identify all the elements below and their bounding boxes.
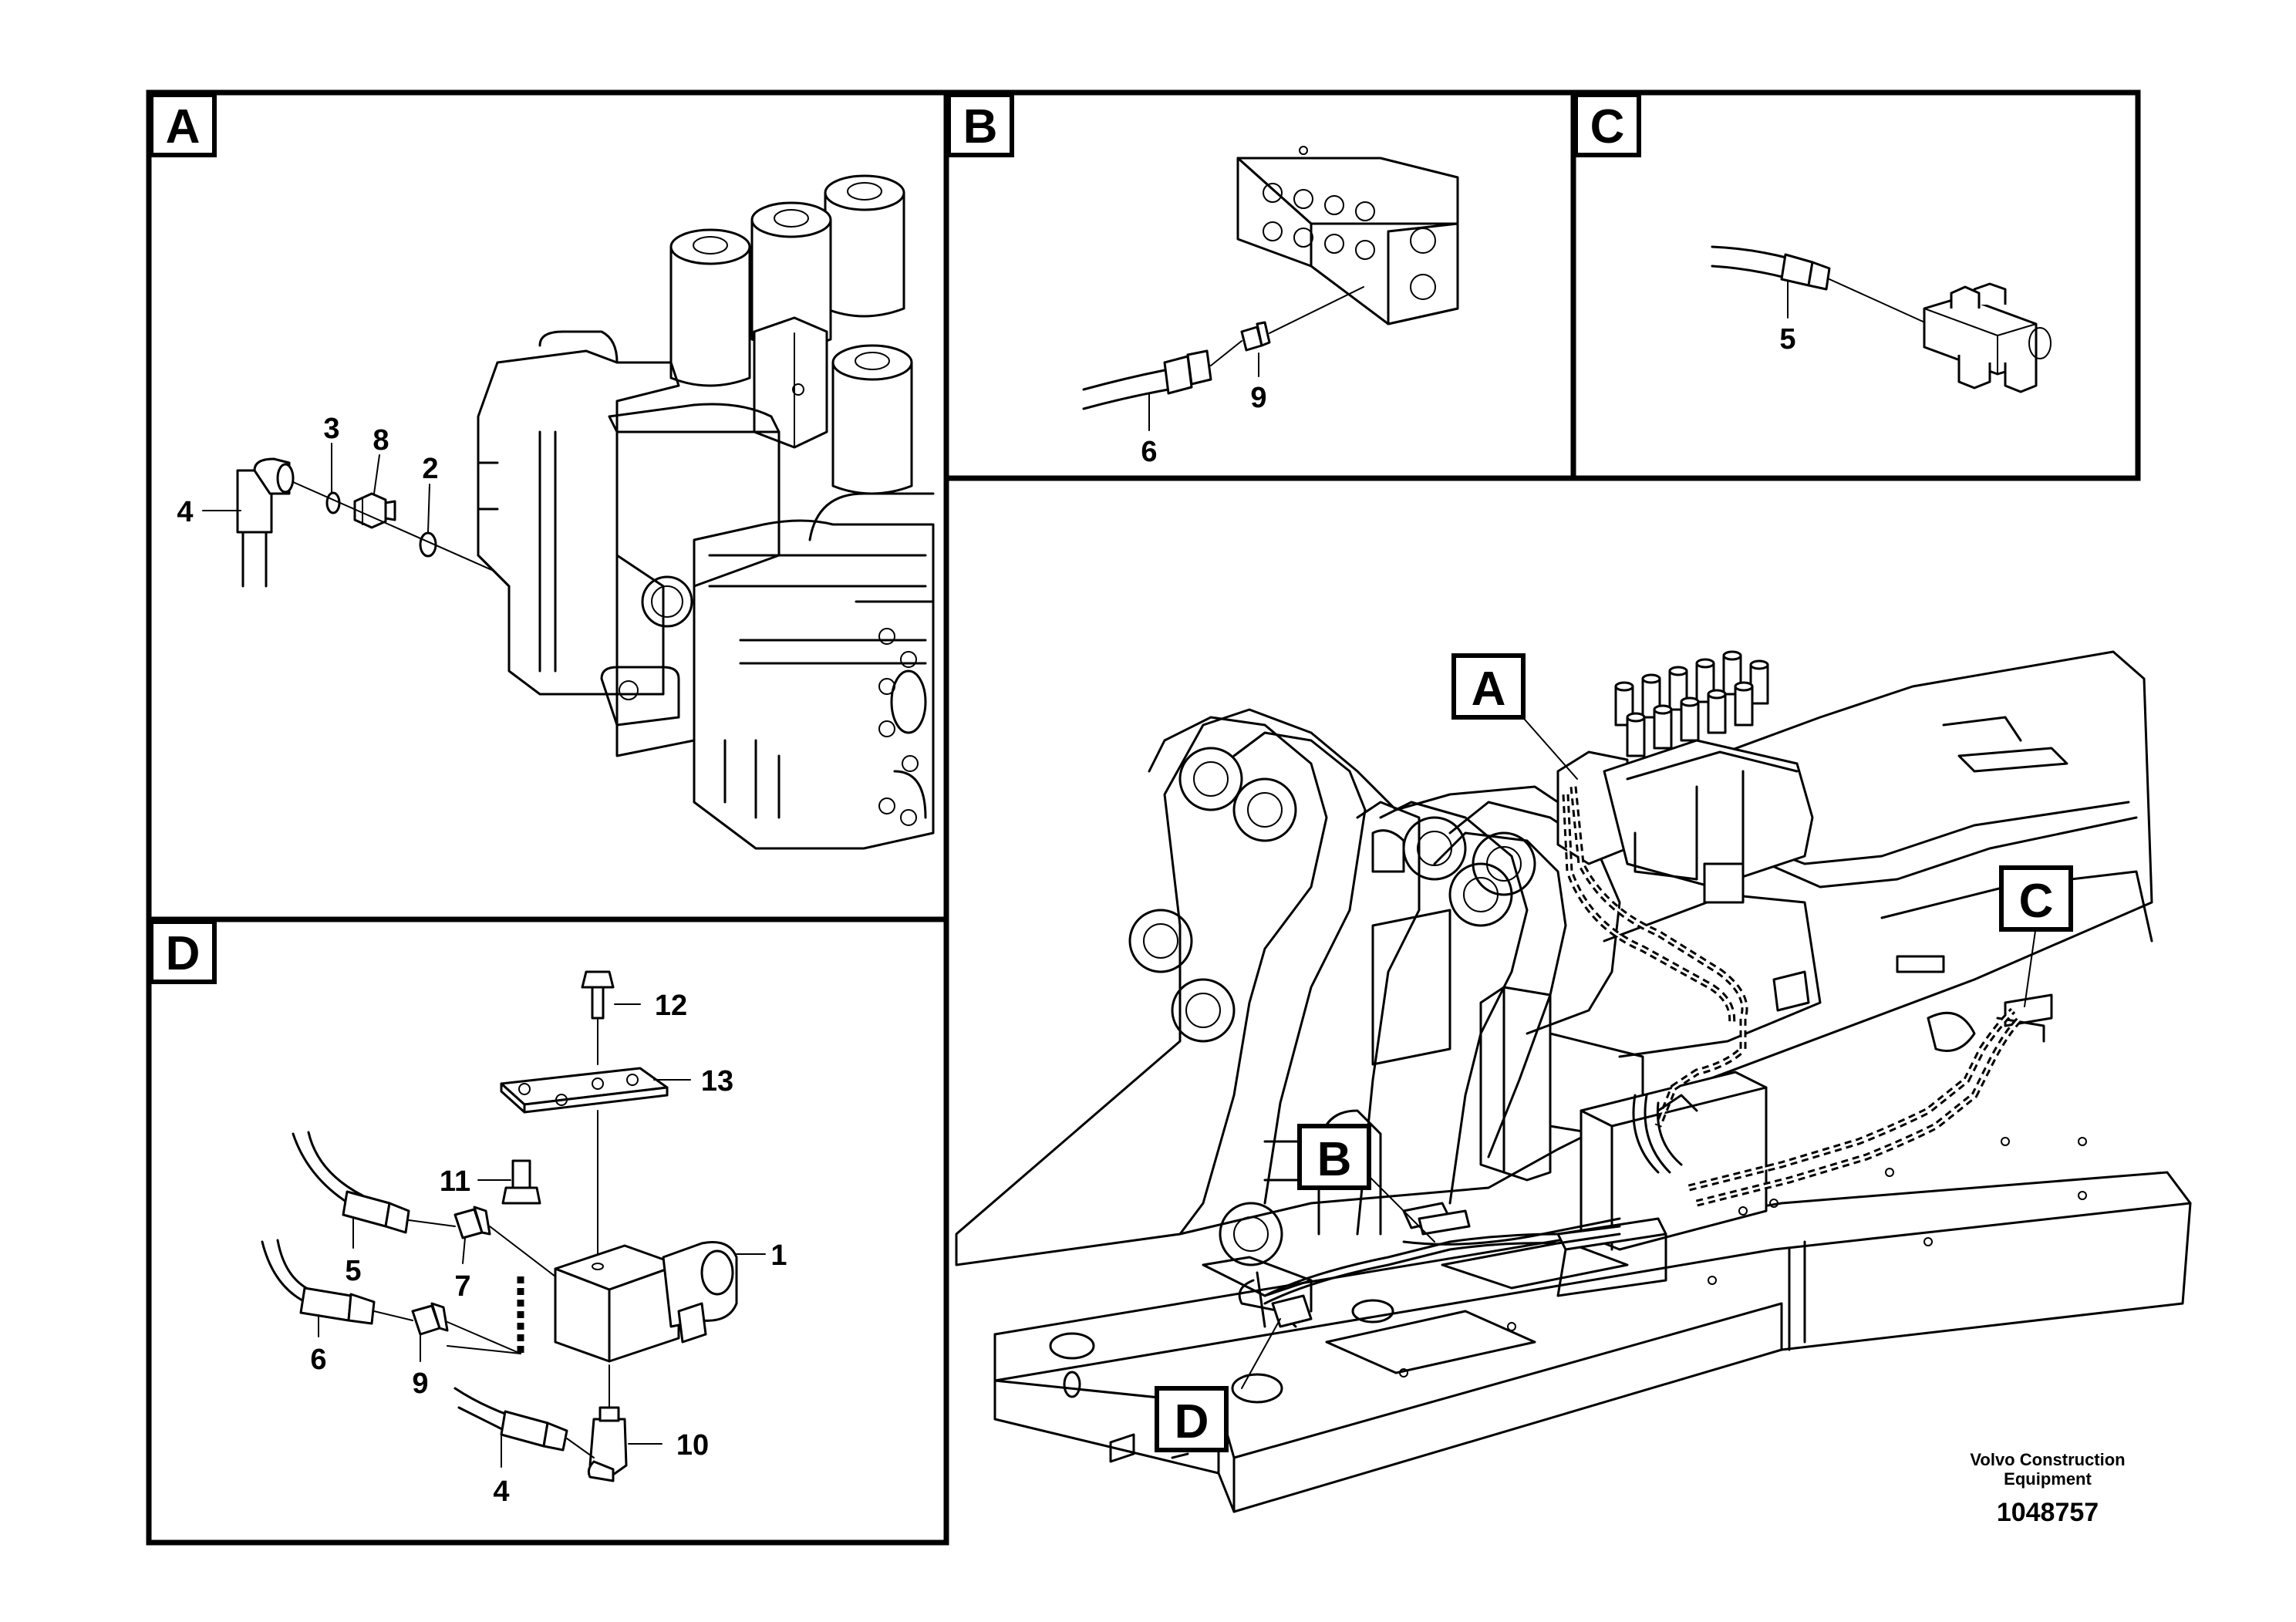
svg-text:B: B <box>963 100 998 153</box>
hose-4-panel-d <box>453 1387 568 1452</box>
adapter-9-b <box>1240 321 1271 352</box>
svg-text:3: 3 <box>323 413 339 445</box>
svg-text:C: C <box>2019 875 2054 928</box>
elbow-10 <box>587 1406 628 1482</box>
hose-4-panel-a <box>236 457 295 588</box>
panel-a-label: A <box>149 93 217 157</box>
svg-text:A: A <box>166 100 201 153</box>
dashed-ground-wire <box>447 1276 524 1357</box>
assembly-line-b <box>1210 286 1364 366</box>
svg-text:C: C <box>1590 100 1625 153</box>
assembly-line-d-upper <box>408 1219 556 1277</box>
solenoid-block <box>554 1241 738 1363</box>
overview-marker-c: C <box>1999 865 2073 1007</box>
svg-text:4: 4 <box>177 496 193 528</box>
hose-5-panel-d <box>292 1131 410 1234</box>
overview-marker-b: B <box>1297 1124 1435 1243</box>
o-ring-3 <box>325 491 341 514</box>
panel-d-label: D <box>149 919 217 984</box>
svg-text:B: B <box>1317 1133 1352 1186</box>
callout-10-d: 10 <box>628 1429 709 1462</box>
callout-12-d: 12 <box>614 990 687 1022</box>
overview-marker-a: A <box>1451 653 1578 780</box>
svg-text:6: 6 <box>310 1344 326 1376</box>
adapter-9-d <box>411 1302 449 1336</box>
svg-text:5: 5 <box>1779 323 1795 356</box>
svg-text:Equipment: Equipment <box>2004 1469 2092 1489</box>
svg-text:A: A <box>1472 663 1506 716</box>
svg-text:1: 1 <box>770 1239 787 1272</box>
hose-6-panel-b <box>1082 349 1212 410</box>
plate-13 <box>500 1067 669 1114</box>
publisher-caption: Volvo Construction Equipment 1048757 <box>1970 1450 2125 1527</box>
svg-text:2: 2 <box>422 453 438 485</box>
svg-text:5: 5 <box>345 1255 361 1287</box>
svg-text:10: 10 <box>676 1429 709 1462</box>
svg-text:8: 8 <box>373 424 389 457</box>
callout-3-a: 3 <box>323 413 340 493</box>
drawing-number: 1048757 <box>1997 1498 2099 1527</box>
callout-5-c: 5 <box>1779 280 1796 356</box>
svg-text:12: 12 <box>655 990 687 1022</box>
tee-block <box>1923 282 2052 393</box>
callout-13-d: 13 <box>653 1065 733 1098</box>
callout-4-a: 4 <box>177 496 241 528</box>
adapter-7 <box>453 1206 491 1239</box>
svg-text:9: 9 <box>412 1367 428 1400</box>
svg-text:D: D <box>1175 1395 1209 1448</box>
assembly-line-d-elbow <box>566 1364 610 1458</box>
assembly-line-c <box>1829 278 1929 325</box>
callout-1-d: 1 <box>736 1239 787 1272</box>
callout-7-d: 7 <box>454 1237 471 1303</box>
panel-c-label: C <box>1573 93 1641 157</box>
overview-marker-d: D <box>1155 1318 1281 1452</box>
block-ports <box>1263 183 1436 300</box>
panel-b-frame <box>943 89 1576 481</box>
svg-text:4: 4 <box>493 1475 509 1508</box>
callout-2-a: 2 <box>422 453 439 533</box>
panel-b-label: B <box>946 93 1014 157</box>
overview-spools <box>1614 650 1769 757</box>
panel-c-frame <box>1570 89 2141 481</box>
control-valve-drawing: 4 3 8 2 <box>177 174 935 850</box>
callout-9-d: 9 <box>412 1334 429 1400</box>
svg-text:6: 6 <box>1141 436 1157 468</box>
callout-9-b: 9 <box>1250 352 1267 414</box>
hose-5-panel-c <box>1711 245 1831 291</box>
tee-fitting-drawing: 5 <box>1711 245 2052 393</box>
callout-5-d: 5 <box>345 1216 362 1287</box>
hose-6-panel-d <box>261 1239 376 1325</box>
spool-caps <box>669 174 913 495</box>
callout-4-d: 4 <box>493 1435 510 1508</box>
distribution-block-drawing: 6 9 <box>1082 146 1459 468</box>
panel-d-frame <box>146 916 949 1546</box>
valve-body <box>477 330 935 850</box>
adapter-8 <box>353 492 396 529</box>
callout-8-a: 8 <box>373 424 389 494</box>
svg-text:D: D <box>166 927 201 980</box>
solenoid-valve-drawing: 12 13 11 1 5 7 6 9 10 4 <box>261 970 787 1508</box>
callout-6-d: 6 <box>310 1314 327 1376</box>
screw-12 <box>581 970 615 1020</box>
svg-text:9: 9 <box>1250 382 1266 414</box>
callout-6-b: 6 <box>1141 393 1158 468</box>
assembly-line-a <box>292 481 494 572</box>
svg-text:7: 7 <box>454 1270 470 1303</box>
svg-text:13: 13 <box>701 1065 733 1098</box>
assembly-line-d-lower <box>373 1310 521 1354</box>
svg-text:11: 11 <box>440 1165 470 1198</box>
machine-frame-overview <box>955 650 2192 1513</box>
screw-11 <box>501 1159 541 1205</box>
callout-11-d: 11 <box>440 1165 511 1198</box>
svg-text:Volvo Construction: Volvo Construction <box>1970 1450 2125 1469</box>
